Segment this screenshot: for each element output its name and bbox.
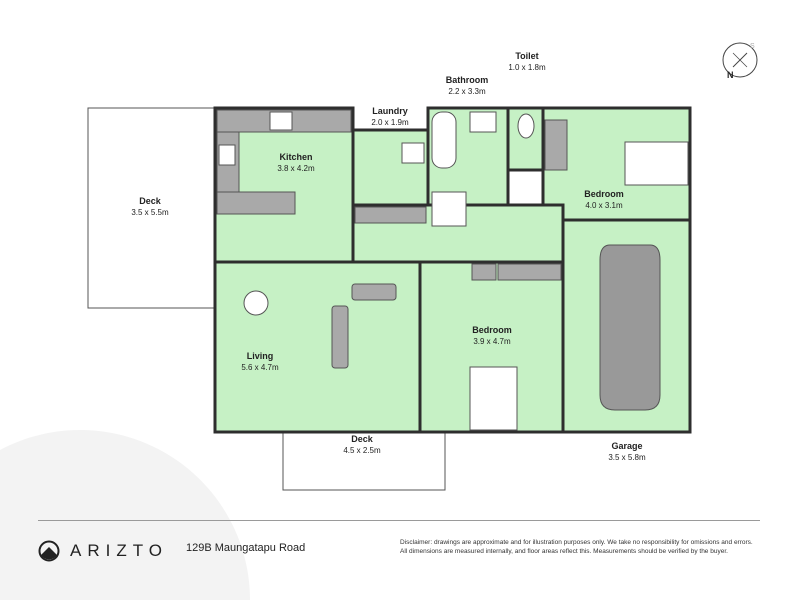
- arizto-logo-icon: [38, 540, 60, 562]
- brand-logo: ARIZTO: [38, 540, 168, 562]
- footer: ARIZTO 129B Maungatapu Road Disclaimer: …: [38, 520, 760, 580]
- bed-icon: [469, 366, 518, 431]
- svg-text:Living: Living: [247, 351, 274, 361]
- kitchen-counter-bottom: [216, 191, 296, 215]
- wardrobe-2: [497, 263, 562, 281]
- bed-icon: [624, 141, 689, 186]
- sofa: [351, 283, 397, 301]
- room-label-deck-bottom: Deck 4.5 x 2.5m: [343, 434, 381, 455]
- svg-text:Garage: Garage: [611, 441, 642, 451]
- svg-text:N: N: [727, 70, 734, 80]
- divider: [38, 520, 760, 521]
- svg-text:Bathroom: Bathroom: [446, 75, 489, 85]
- sink-icon: [469, 111, 497, 133]
- sink-icon: [218, 144, 236, 166]
- dining-table-icon: [243, 290, 269, 316]
- svg-text:4.5 x 2.5m: 4.5 x 2.5m: [343, 446, 381, 455]
- svg-text:Deck: Deck: [139, 196, 162, 206]
- svg-text:Toilet: Toilet: [515, 51, 538, 61]
- laundry-bench: [354, 206, 427, 224]
- svg-text:1.0 x 1.8m: 1.0 x 1.8m: [508, 63, 546, 72]
- svg-text:3.8 x 4.2m: 3.8 x 4.2m: [277, 164, 315, 173]
- room-label-living: Living 5.6 x 4.7m: [241, 351, 279, 372]
- room-label-garage: Garage 3.5 x 5.8m: [608, 441, 646, 462]
- disclaimer: Disclaimer: drawings are approximate and…: [400, 539, 753, 555]
- room-label-laundry: Laundry 2.0 x 1.9m: [371, 106, 409, 127]
- svg-text:3.5 x 5.5m: 3.5 x 5.5m: [131, 208, 169, 217]
- svg-text:Deck: Deck: [351, 434, 374, 444]
- svg-text:2.2 x 3.3m: 2.2 x 3.3m: [448, 87, 486, 96]
- room-label-kitchen: Kitchen 3.8 x 4.2m: [277, 152, 315, 173]
- svg-text:4.0 x 3.1m: 4.0 x 3.1m: [585, 201, 623, 210]
- svg-text:Bedroom: Bedroom: [584, 189, 624, 199]
- svg-text:5.6 x 4.7m: 5.6 x 4.7m: [241, 363, 279, 372]
- toilet-icon: [517, 113, 535, 139]
- svg-text:3.5 x 5.8m: 3.5 x 5.8m: [608, 453, 646, 462]
- svg-text:Bedroom: Bedroom: [472, 325, 512, 335]
- wardrobe-1: [544, 119, 568, 171]
- room-label-bedroom-1: Bedroom 4.0 x 3.1m: [584, 189, 624, 210]
- svg-text:2.0 x 1.9m: 2.0 x 1.9m: [371, 118, 409, 127]
- room-label-deck-left: Deck 3.5 x 5.5m: [131, 196, 169, 217]
- svg-text:Kitchen: Kitchen: [279, 152, 312, 162]
- background-arc: [0, 430, 250, 600]
- svg-text:Laundry: Laundry: [372, 106, 408, 116]
- svg-text:3.9 x 4.7m: 3.9 x 4.7m: [473, 337, 511, 346]
- svg-text:S: S: [750, 43, 755, 50]
- compass-icon: N S: [722, 42, 758, 80]
- sofa-2: [331, 305, 349, 369]
- bathtub: [431, 111, 457, 169]
- wardrobe-3: [471, 263, 497, 281]
- sink-icon: [401, 142, 425, 164]
- shower: [431, 191, 467, 227]
- car-icon: [599, 244, 661, 411]
- stove-icon: [269, 111, 293, 131]
- room-label-bedroom-2: Bedroom 3.9 x 4.7m: [472, 325, 512, 346]
- room-label-toilet: Toilet 1.0 x 1.8m: [508, 51, 546, 72]
- property-address: 129B Maungatapu Road: [186, 542, 306, 554]
- room-label-bathroom: Bathroom 2.2 x 3.3m: [446, 75, 489, 96]
- room-laundry: [351, 128, 430, 207]
